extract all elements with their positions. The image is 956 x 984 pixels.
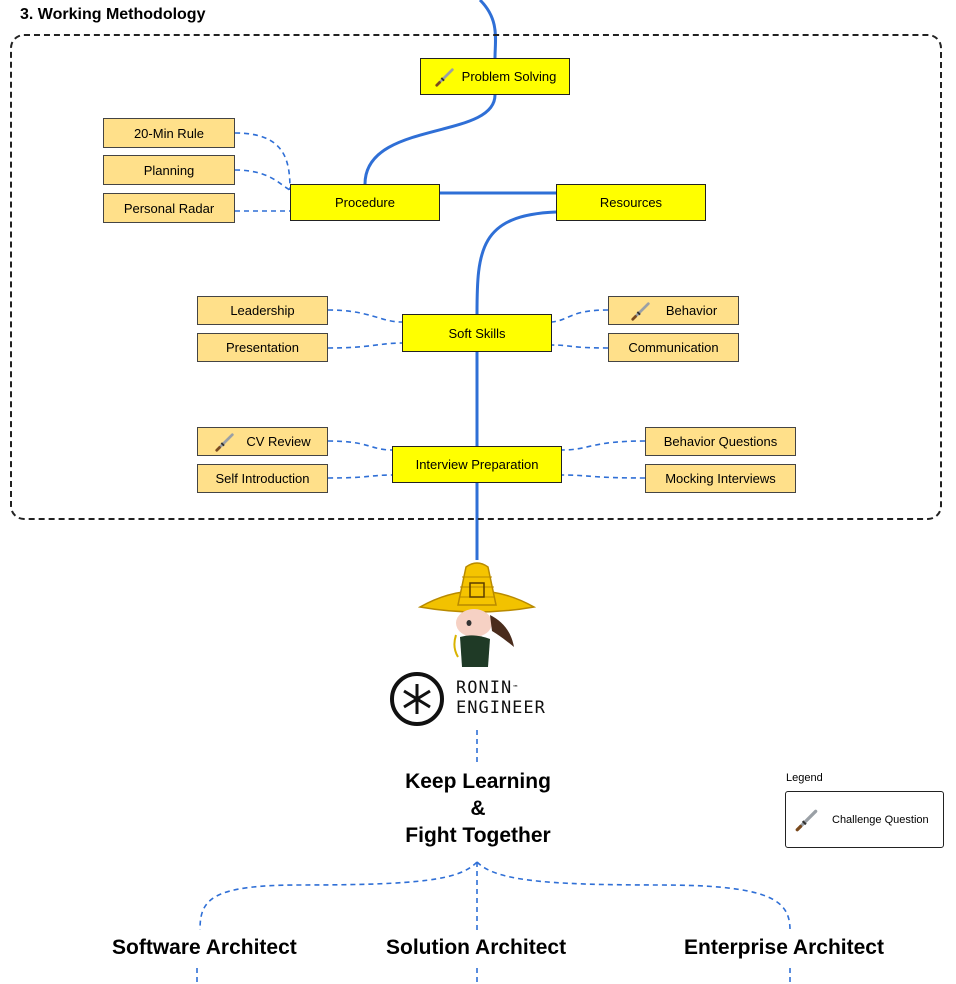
node-label: Problem Solving	[461, 69, 557, 84]
legend-box: Challenge Question	[785, 791, 944, 848]
sword-icon	[215, 432, 235, 452]
problem-solving-to-procedure	[363, 94, 497, 185]
leaf-cv-review[interactable]: CV Review	[197, 427, 328, 456]
sword-icon	[631, 301, 650, 321]
node-label: Behavior	[665, 303, 718, 318]
node-resources[interactable]: Resources	[556, 184, 706, 221]
legend-title: Legend	[786, 772, 823, 784]
motto-line1: Keep Learning	[405, 770, 551, 793]
node-label: Behavior Questions	[663, 434, 778, 449]
solution-architect-heading: Solution Architect	[386, 936, 567, 959]
ronin-mascot-image	[418, 562, 536, 667]
node-label: Leadership	[230, 303, 295, 318]
leaf-behavior[interactable]: Behavior	[608, 296, 739, 325]
leaf-planning[interactable]: Planning	[103, 155, 235, 185]
section-title: 3. Working Methodology	[20, 6, 206, 23]
node-label: Personal Radar	[123, 200, 215, 216]
resources-to-soft-skills	[475, 210, 557, 315]
methodology-group-frame	[10, 34, 942, 520]
leaf-communication[interactable]: Communication	[608, 333, 739, 362]
brand-line1: RONIN	[456, 678, 513, 698]
sword-icon	[795, 809, 818, 831]
node-soft-skills[interactable]: Soft Skills	[402, 314, 552, 352]
brand-line2: ENGINEER	[456, 698, 546, 718]
node-label: CV Review	[246, 434, 311, 449]
node-label: Presentation	[226, 340, 299, 355]
ronin-wordmark: RONIN™ ENGINEER	[456, 678, 546, 718]
node-procedure[interactable]: Procedure	[290, 184, 440, 221]
trademark: ™	[513, 684, 519, 692]
node-problem-solving[interactable]: Problem Solving	[420, 58, 570, 95]
node-label: Communication	[628, 340, 719, 355]
node-interview-preparation[interactable]: Interview Preparation	[392, 446, 562, 483]
node-label: 20-Min Rule	[133, 125, 205, 141]
leaf-presentation[interactable]: Presentation	[197, 333, 328, 362]
leaf-mocking-interviews[interactable]: Mocking Interviews	[645, 464, 796, 493]
node-label: Mocking Interviews	[665, 471, 776, 486]
node-label: Procedure	[335, 195, 395, 210]
leaf-20-min-rule[interactable]: 20-Min Rule	[103, 118, 235, 148]
node-label: Soft Skills	[448, 325, 506, 341]
node-label: Self Introduction	[215, 471, 310, 486]
motto-line3: Fight Together	[405, 824, 551, 847]
enterprise-architect-heading: Enterprise Architect	[684, 936, 884, 959]
node-label: Resources	[599, 195, 663, 210]
motto-line2: &	[470, 797, 486, 820]
sword-icon	[435, 67, 454, 87]
node-label: Planning	[143, 162, 195, 178]
node-label: Interview Preparation	[415, 457, 539, 472]
software-architect-heading: Software Architect	[112, 936, 297, 959]
leaf-leadership[interactable]: Leadership	[197, 296, 328, 325]
leaf-personal-radar[interactable]: Personal Radar	[103, 193, 235, 223]
leaf-self-introduction[interactable]: Self Introduction	[197, 464, 328, 493]
leaf-behavior-questions[interactable]: Behavior Questions	[645, 427, 796, 456]
ronin-logo-icon	[390, 672, 444, 726]
legend-item-label: Challenge Question	[832, 813, 929, 826]
top-connector	[478, 0, 498, 59]
